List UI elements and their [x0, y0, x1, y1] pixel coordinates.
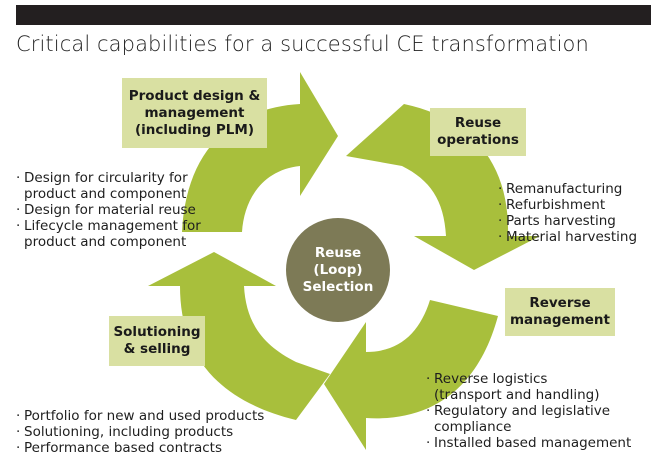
solutioning-capabilities: Portfolio for new and used products Solu… — [16, 408, 296, 456]
stage-reverse-management: Reverse management — [505, 288, 615, 336]
list-item: Parts harvesting — [498, 213, 658, 229]
list-item: Material harvesting — [498, 229, 658, 245]
list-item: Remanufacturing — [498, 181, 658, 197]
stage-solutioning: Solutioning & selling — [109, 316, 205, 366]
reverse-management-capabilities: Reverse logistics(transport and handling… — [426, 371, 656, 451]
list-item: Reverse logistics(transport and handling… — [426, 371, 656, 403]
list-item: Performance based contracts — [16, 440, 296, 456]
stage-reuse-operations: Reuse operations — [430, 108, 526, 156]
arrow-design-to-reuse — [182, 72, 338, 232]
arrow-solutioning-to-design — [148, 252, 330, 420]
arrow-reuse-to-reverse — [346, 104, 540, 270]
reuse-operations-capabilities: Remanufacturing Refurbishment Parts harv… — [498, 181, 658, 245]
stage-product-design: Product design & management (including P… — [122, 78, 267, 148]
center-reuse-selection: Reuse (Loop) Selection — [286, 218, 390, 322]
list-item: Solutioning, including products — [16, 424, 296, 440]
list-item: Portfolio for new and used products — [16, 408, 296, 424]
list-item: Design for material reuse — [16, 202, 216, 218]
list-item: Refurbishment — [498, 197, 658, 213]
list-item: Installed based management — [426, 435, 656, 451]
header-bar — [16, 5, 651, 25]
page-title: Critical capabilities for a successful C… — [16, 32, 589, 56]
arrow-reverse-to-solutioning — [324, 300, 498, 450]
